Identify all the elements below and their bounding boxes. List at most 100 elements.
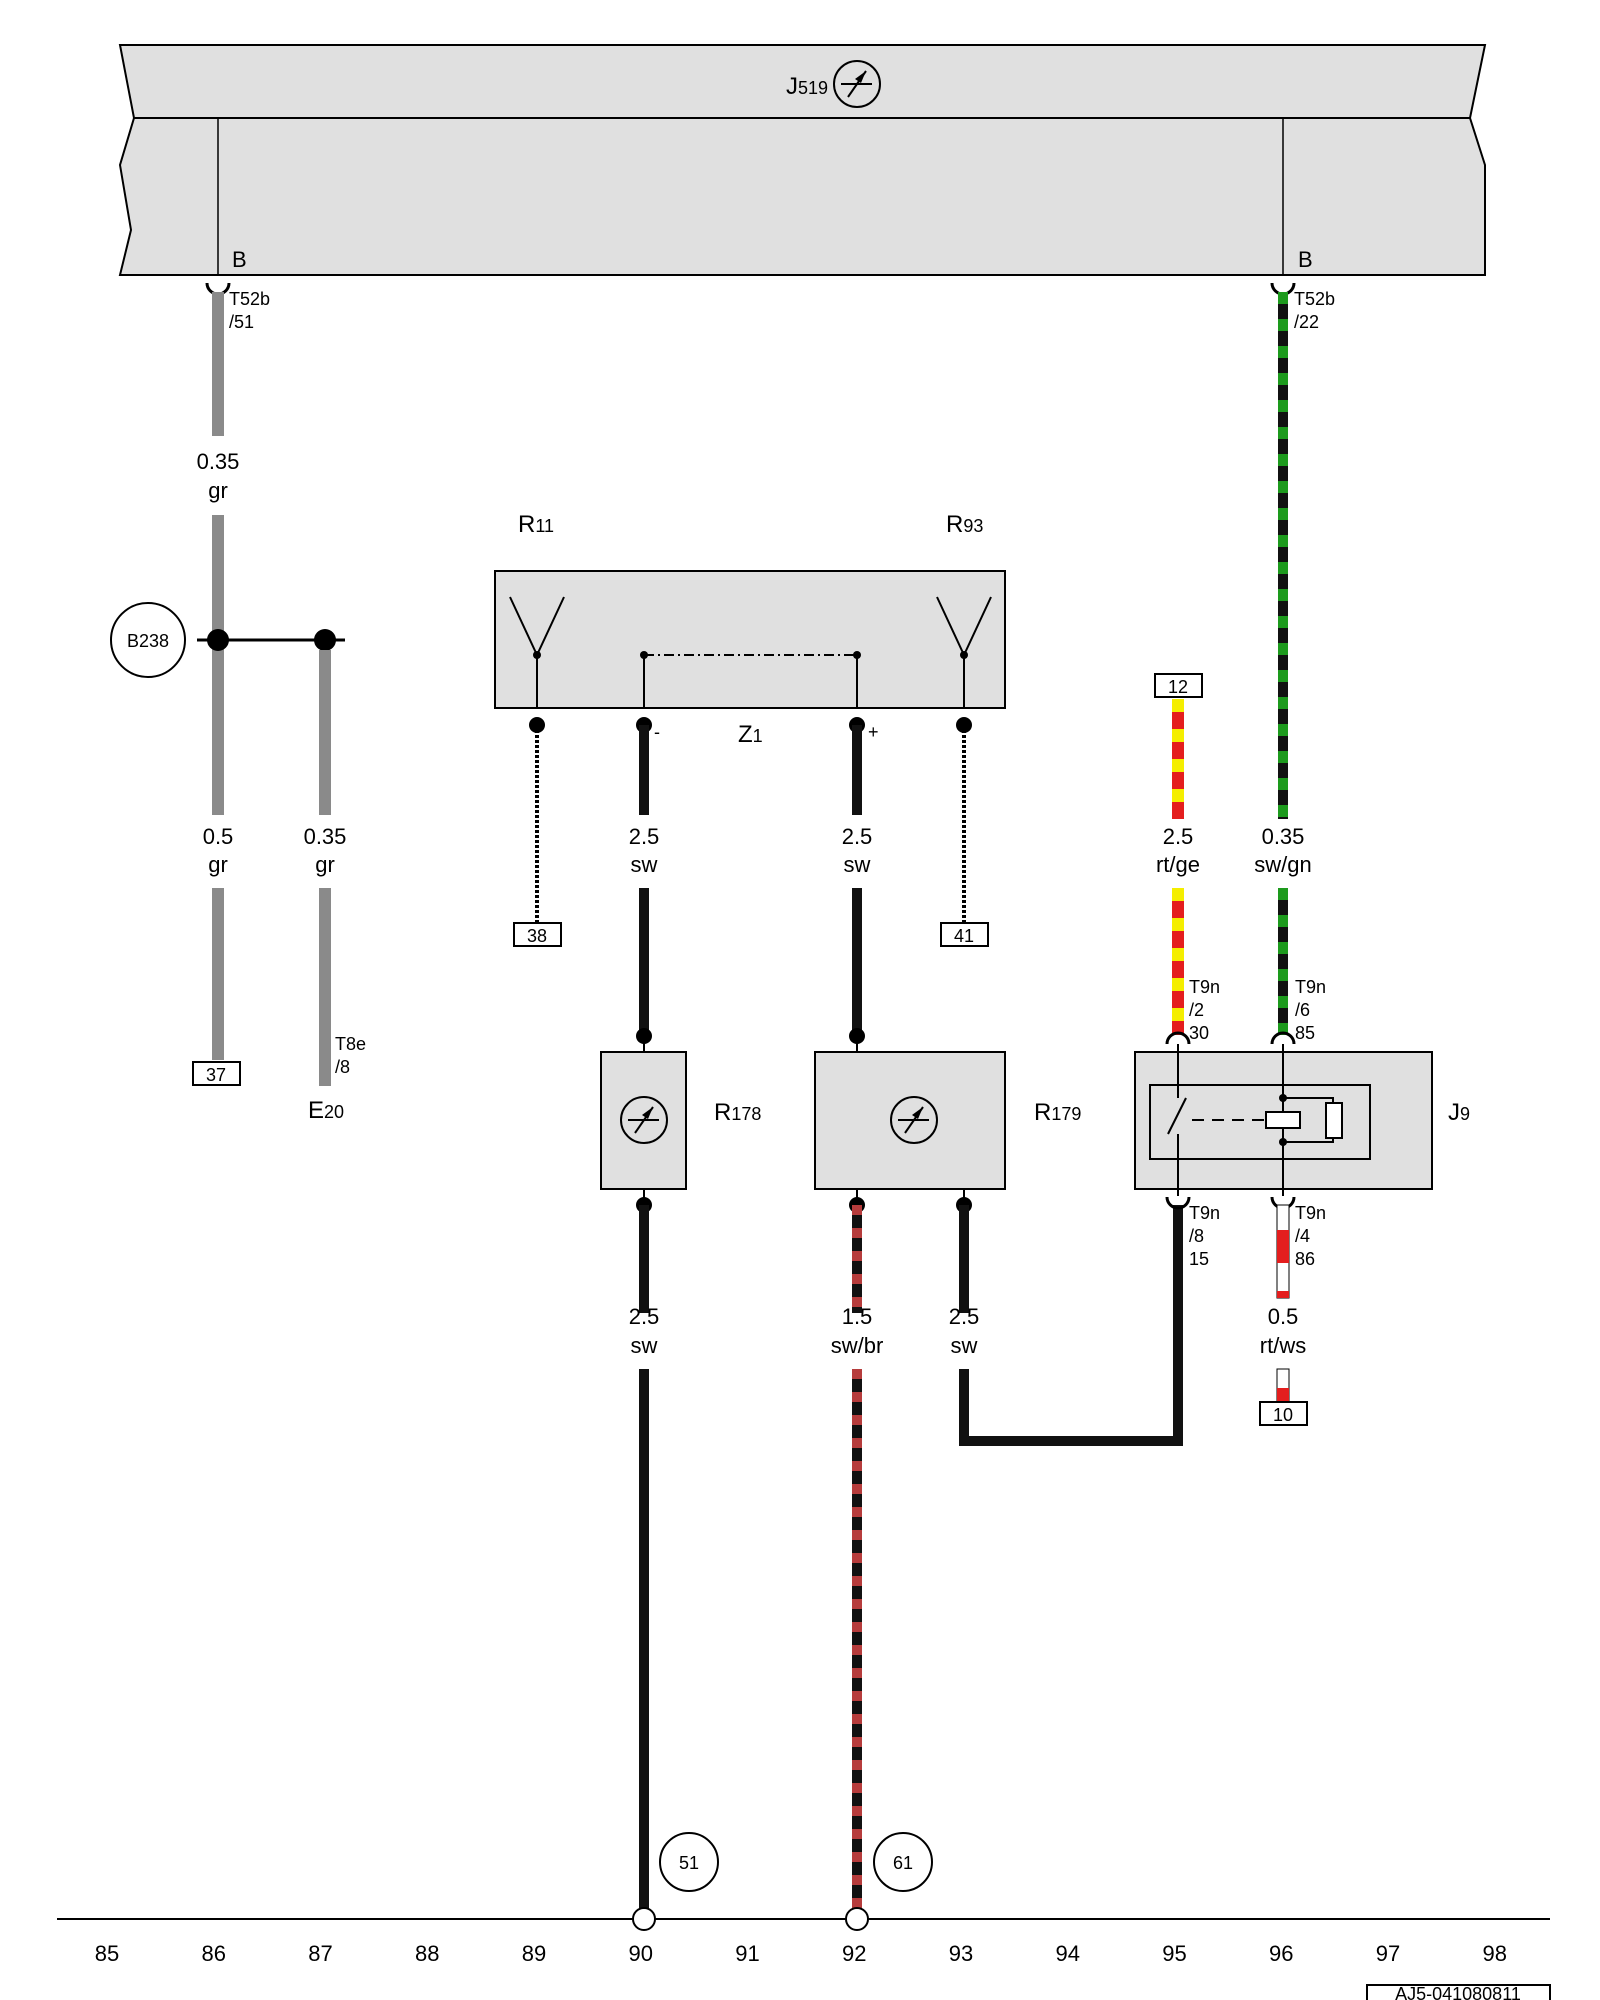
ref-12: 12 xyxy=(1168,677,1188,697)
ruler-label: 93 xyxy=(949,1941,973,1966)
z1-body xyxy=(494,570,1006,709)
electronic-symbol-icon xyxy=(620,1096,668,1144)
ruler-label: 94 xyxy=(1056,1941,1080,1966)
wire-color: gr xyxy=(208,852,228,877)
wire-size: 2.5 xyxy=(949,1304,980,1329)
pin-t8e-8: T8e/8 xyxy=(335,1034,366,1077)
left-harness: T52b/51 0.35 gr B238 0.5 gr 0.35 gr 37 T… xyxy=(110,282,366,1124)
junction xyxy=(314,629,336,651)
control-unit-label: J519 xyxy=(786,73,828,100)
wire-sw xyxy=(959,1205,969,1313)
wire-sw xyxy=(639,1369,649,1919)
wire-sw xyxy=(852,888,862,1036)
wire-color: sw xyxy=(951,1333,978,1358)
bus-node xyxy=(632,1907,656,1931)
component-r179-label: R179 xyxy=(1034,1099,1081,1126)
wire-size: 0.35 xyxy=(1262,824,1305,849)
control-unit-j519: J519 B B xyxy=(118,44,1487,276)
wire-size: 1.5 xyxy=(842,1304,873,1329)
pin-t52b-51: T52b/51 xyxy=(229,289,270,332)
connector-t9n-2 xyxy=(1165,1031,1191,1045)
pin-t52b-22: T52b/22 xyxy=(1294,289,1335,332)
relay-coil xyxy=(1265,1111,1301,1129)
right-connector-label: B xyxy=(1298,247,1313,272)
ref-box-38 xyxy=(513,922,562,947)
component-r179: R179 1.5 sw/br 2.5 sw xyxy=(814,1036,1183,1919)
wire-color: gr xyxy=(208,478,228,503)
wire-color: rt/ws xyxy=(1260,1333,1306,1358)
wire-gr-branch xyxy=(319,650,331,815)
component-r178: R178 2.5 sw xyxy=(600,1036,761,1919)
wire-sw-gn xyxy=(1278,888,1288,1035)
wire-gr-top xyxy=(212,292,224,436)
wire-sw xyxy=(639,725,649,815)
ruler-label: 97 xyxy=(1376,1941,1400,1966)
ref-box-10 xyxy=(1259,1401,1308,1426)
ruler-label: 98 xyxy=(1483,1941,1507,1966)
wire-size: 2.5 xyxy=(629,824,660,849)
wire-gr xyxy=(212,888,224,1060)
ruler-label: 90 xyxy=(629,1941,653,1966)
wire-sw xyxy=(959,1205,1183,1446)
ground-refs: 51 61 xyxy=(659,1832,933,1892)
left-connector-label: B xyxy=(232,247,247,272)
wire-color: sw/gn xyxy=(1254,852,1311,877)
ruler-label: 91 xyxy=(735,1941,759,1966)
relay-inner xyxy=(1149,1084,1371,1160)
ground-point-label: B238 xyxy=(127,631,169,651)
wire-sw xyxy=(639,888,649,1036)
ruler-label: 89 xyxy=(522,1941,546,1966)
ruler-label: 86 xyxy=(202,1941,226,1966)
wire-size: 0.5 xyxy=(203,824,234,849)
wire-sw-gn xyxy=(1278,292,1288,819)
right-harness: T52b/22 0.35 sw/gn 12 2.5 rt/ge xyxy=(1154,282,1335,1035)
ruler-label: 88 xyxy=(415,1941,439,1966)
antenna-icon xyxy=(509,596,565,708)
wire-color: rt/ge xyxy=(1156,852,1200,877)
electronic-symbol-icon xyxy=(890,1096,938,1144)
ruler-label: 92 xyxy=(842,1941,866,1966)
wire-sw xyxy=(639,1205,649,1313)
junction xyxy=(207,629,229,651)
ground-ref-51-label: 51 xyxy=(679,1853,699,1873)
ground-point-b238 xyxy=(110,602,186,678)
ruler-label: 96 xyxy=(1269,1941,1293,1966)
control-unit-body xyxy=(118,44,1487,276)
wire-size: 2.5 xyxy=(629,1304,660,1329)
ref-38: 38 xyxy=(527,926,547,946)
doc-code: AJ5-041080811 xyxy=(1395,1984,1521,2000)
relay-switch xyxy=(1167,1097,1187,1135)
ref-box-37 xyxy=(192,1061,241,1086)
ruler-label: 95 xyxy=(1162,1941,1186,1966)
wire-size: 0.5 xyxy=(1268,1304,1299,1329)
wire-size: 0.35 xyxy=(304,824,347,849)
control-unit-symbol xyxy=(833,60,881,108)
wire-sw xyxy=(852,725,862,815)
component-j9-label: J9 xyxy=(1448,1099,1470,1126)
connector-t9n-6 xyxy=(1270,1031,1296,1045)
doc-code-box: AJ5-041080811 xyxy=(1366,1984,1551,2000)
component-r11: R11 xyxy=(518,511,554,538)
wire-gr xyxy=(212,515,224,815)
wire-color: sw xyxy=(631,1333,658,1358)
relay-diode xyxy=(1325,1102,1343,1139)
ground-ref-61-label: 61 xyxy=(893,1853,913,1873)
ref-box-41 xyxy=(940,922,989,947)
ref-37: 37 xyxy=(206,1065,226,1085)
wire-size: 2.5 xyxy=(1163,824,1194,849)
z1-plus: + xyxy=(868,722,879,742)
wire-size: 2.5 xyxy=(842,824,873,849)
bus-node xyxy=(845,1907,869,1931)
ground-ref-51 xyxy=(659,1832,719,1892)
component-z1-label: Z1 xyxy=(738,721,763,748)
wire-color: sw xyxy=(631,852,658,877)
ruler-label: 85 xyxy=(95,1941,119,1966)
z1-minus: - xyxy=(654,722,660,742)
ground-ref-61 xyxy=(873,1832,933,1892)
